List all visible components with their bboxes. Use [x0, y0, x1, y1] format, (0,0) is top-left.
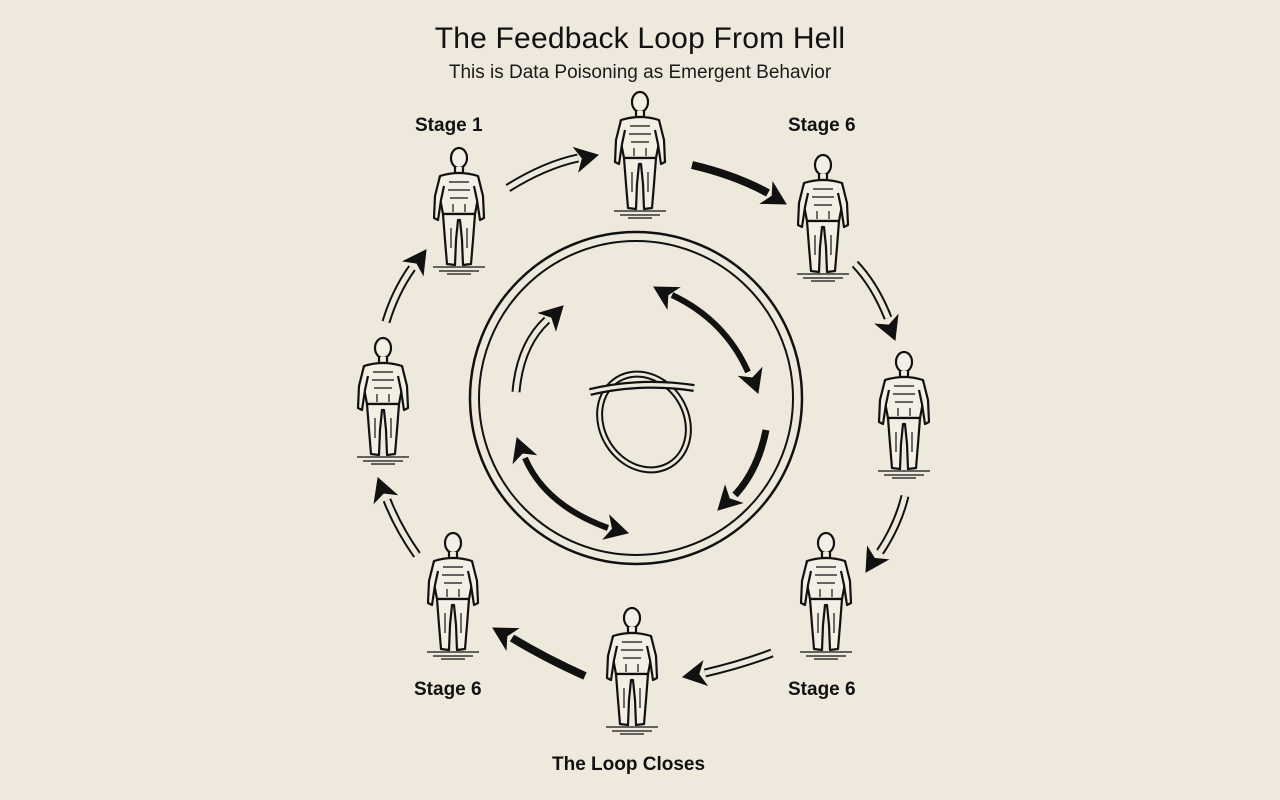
- inner-ring-inner: [478, 240, 794, 556]
- label-top-left: Stage 1: [415, 115, 483, 136]
- figure-bottom-left: [425, 531, 481, 661]
- figure-left: [355, 336, 411, 466]
- arrow-outer-6: [509, 634, 587, 680]
- arrow-inner-3: [732, 429, 770, 498]
- arrow-outer-2: [691, 161, 770, 197]
- label-bottom-right: Stage 6: [788, 679, 856, 700]
- figure-bottom: [604, 606, 660, 736]
- arrow-inner-4: [522, 456, 610, 531]
- arrow-inner-2: [670, 292, 751, 374]
- arrow-inner-1: [511, 316, 551, 393]
- figure-right: [876, 350, 932, 480]
- label-top-right: Stage 6: [788, 115, 856, 136]
- label-bottom-center: The Loop Closes: [552, 754, 706, 775]
- label-bottom-left: Stage 6: [414, 679, 482, 700]
- figure-top-left: [431, 146, 487, 276]
- figure-bottom-right: [798, 531, 854, 661]
- diagram-title: The Feedback Loop From Hell: [434, 22, 846, 55]
- figure-top-right: [795, 153, 851, 283]
- inner-ring-outer: [468, 230, 804, 566]
- central-knot: [589, 370, 695, 474]
- diagram-subtitle: This is Data Poisoning as Emergent Behav…: [448, 62, 832, 83]
- figure-top: [612, 90, 668, 220]
